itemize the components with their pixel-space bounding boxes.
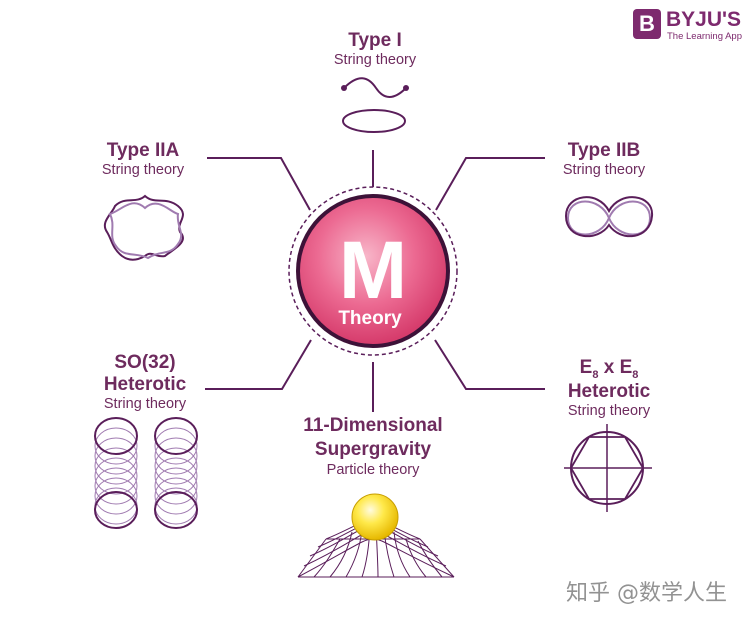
node-sugra: 11-Dimensional Supergravity Particle the… [298,415,454,577]
spring-coils-icon [95,418,197,528]
so32-title-line1: SO(32) [114,352,175,373]
watermark: 知乎 @数学人生 [566,575,727,607]
circle-hexagon-icon [564,424,652,512]
double-loop-icon [566,197,652,236]
connector-so32 [205,340,311,389]
theory-label: Theory [338,308,402,329]
type2b-title: Type IIB [568,140,641,161]
connector-e8 [435,340,545,389]
closed-string-icon [343,110,405,132]
m-letter: M [339,225,407,316]
type1-title: Type I [348,30,402,51]
wavy-loop-icon [105,196,183,260]
brand-name: BYJU'S [666,8,741,32]
type2a-title: Type IIA [107,140,180,161]
so32-title-line2: Heterotic [104,374,187,395]
connector-type2b [436,158,545,210]
sugra-title-line2: Supergravity [315,439,432,460]
node-type2a: Type IIA String theory [102,140,185,260]
logo-mark: B [633,9,661,39]
brand-tagline: The Learning App [667,31,742,42]
type2b-subtitle: String theory [563,162,646,178]
type1-subtitle: String theory [334,52,417,68]
connector-type2a [207,158,310,210]
e8-title-line2: Heterotic [568,381,651,402]
node-e8: E8 x E8 Heterotic String theory [564,357,652,512]
type2a-subtitle: String theory [102,162,185,178]
node-so32: SO(32) Heterotic String theory [95,352,197,528]
m-theory-sphere: M Theory [289,187,457,355]
sugra-subtitle: Particle theory [327,462,420,478]
e8-title-line1: E8 x E8 [580,357,639,381]
node-type1: Type I String theory [334,30,417,132]
e8-subtitle: String theory [568,403,651,419]
particle-sphere-icon [352,494,398,540]
byjus-logo: B BYJU'S The Learning App [633,9,745,45]
so32-subtitle: String theory [104,396,187,412]
node-type2b: Type IIB String theory [563,140,652,236]
open-string-icon [341,78,409,97]
sugra-title-line1: 11-Dimensional [303,415,442,436]
